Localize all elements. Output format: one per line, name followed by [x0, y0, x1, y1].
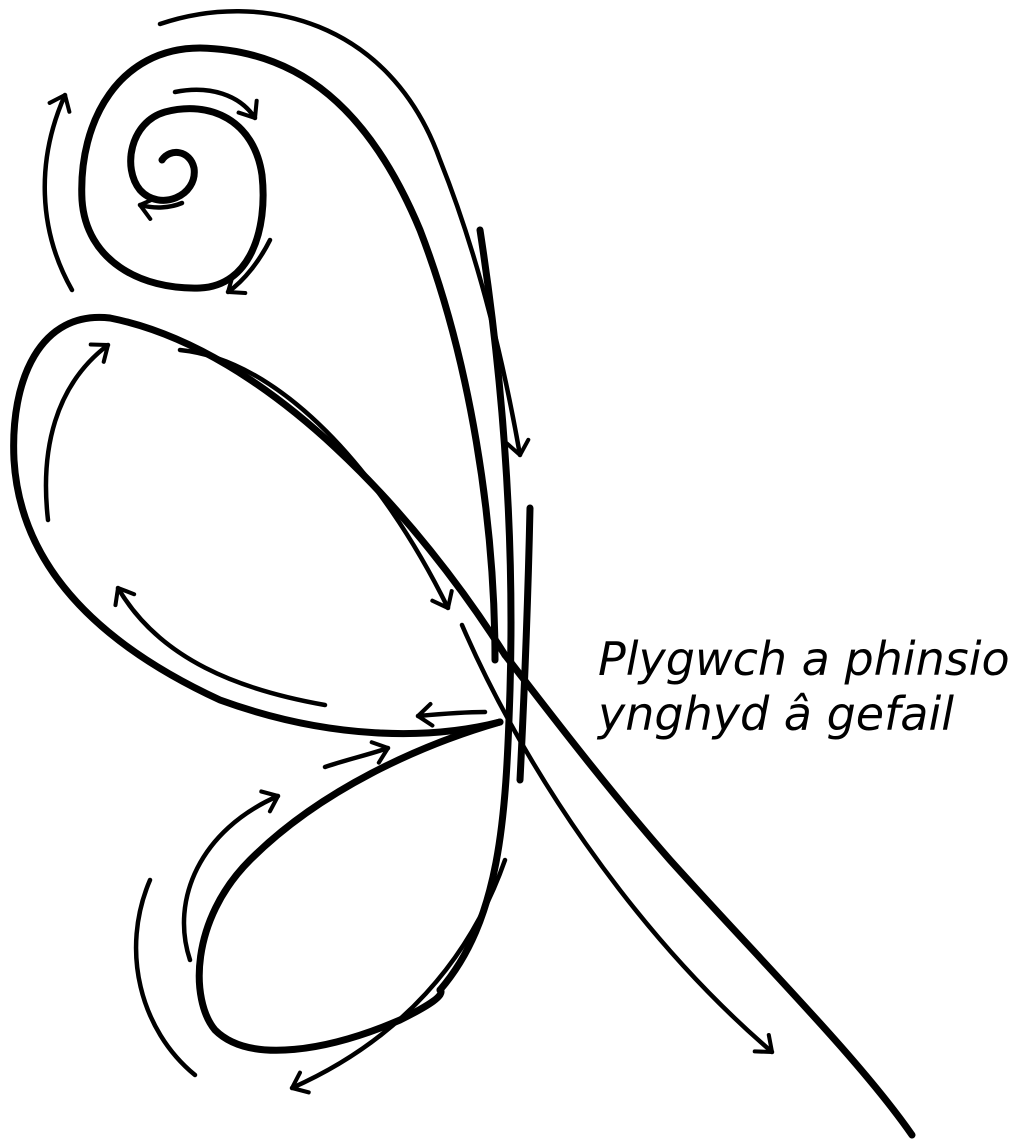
caption-line-2: ynghyd â gefail [598, 687, 1010, 742]
arrow-inner-lower [118, 588, 325, 705]
arrow-upper-wing-left [46, 345, 108, 520]
arrow-upper-wing-top [180, 350, 448, 608]
caption-line-1: Plygwch a phinsio [598, 632, 1010, 687]
arrow-spiral-right [228, 240, 270, 292]
arrow-crossing-left [418, 712, 485, 716]
direction-arrows [45, 11, 772, 1088]
caption: Plygwch a phinsio ynghyd â gefail [598, 632, 1010, 742]
arrow-bottom-left [292, 860, 505, 1088]
wire-lower-wing [199, 722, 500, 1050]
wire-shape [14, 48, 912, 1135]
arrow-lower-in [325, 748, 388, 767]
arrow-left-up [45, 95, 72, 290]
